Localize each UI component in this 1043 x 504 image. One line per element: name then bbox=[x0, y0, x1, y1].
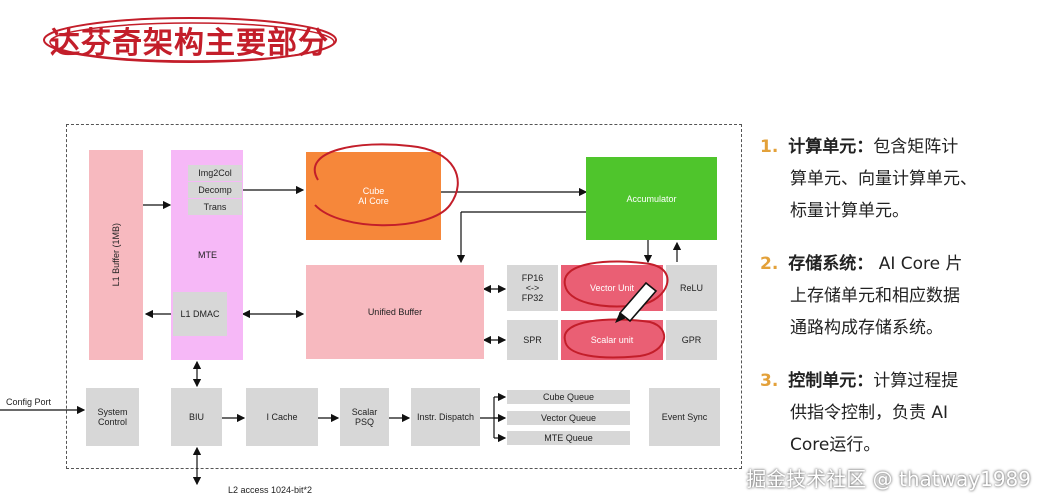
point-3-head: 控制单元： bbox=[788, 371, 874, 391]
point-1: 1. 计算单元：包含矩阵计 算单元、向量计算单元、 标量计算单元。 bbox=[760, 131, 1030, 227]
point-3-line2: 供指令控制，负责 AI bbox=[790, 403, 949, 423]
point-1-number: 1. bbox=[760, 137, 779, 157]
system-control-line1: System bbox=[97, 407, 128, 417]
fp-line3: FP32 bbox=[521, 293, 544, 303]
icache-block: I Cache bbox=[246, 388, 318, 446]
point-1-head: 计算单元： bbox=[788, 137, 874, 157]
gpr-block: GPR bbox=[666, 320, 717, 360]
cube-label-line2: AI Core bbox=[358, 196, 389, 206]
point-3-line1: 计算过程提 bbox=[873, 371, 959, 391]
instr-dispatch-block: Instr. Dispatch bbox=[411, 388, 480, 446]
point-2: 2. 存储系统： AI Core 片 上存储单元和相应数据 通路构成存储系统。 bbox=[760, 248, 1030, 344]
trans-block: Trans bbox=[188, 199, 242, 215]
unified-buffer-block: Unified Buffer bbox=[306, 265, 484, 359]
point-1-line3: 标量计算单元。 bbox=[790, 201, 909, 221]
vector-queue-block: Vector Queue bbox=[507, 411, 630, 425]
title-ink-circle bbox=[43, 17, 337, 63]
l1-buffer-block: L1 Buffer (1MB) bbox=[89, 150, 143, 360]
slide-title: 达芬奇架构主要部分 bbox=[50, 26, 329, 61]
event-sync-block: Event Sync bbox=[649, 388, 720, 446]
scalar-psq-line1: Scalar bbox=[351, 407, 378, 417]
point-3-number: 3. bbox=[760, 371, 779, 391]
cube-label-line1: Cube bbox=[362, 186, 385, 196]
scalar-psq-line2: PSQ bbox=[354, 417, 374, 427]
cube-queue-block: Cube Queue bbox=[507, 390, 630, 404]
decomp-block: Decomp bbox=[188, 182, 242, 198]
l2-access-label: L2 access 1024-bit*2 bbox=[228, 485, 313, 495]
accumulator-block: Accumulator bbox=[586, 157, 717, 240]
mte-label: MTE bbox=[198, 250, 217, 260]
pen-cursor-icon bbox=[615, 281, 658, 323]
scalar-psq-block: Scalar PSQ bbox=[340, 388, 389, 446]
point-2-number: 2. bbox=[760, 254, 779, 274]
point-2-head: 存储系统： bbox=[788, 254, 874, 274]
config-port-label: Config Port bbox=[6, 397, 52, 407]
point-1-line1: 包含矩阵计 bbox=[873, 137, 959, 157]
mte-queue-block: MTE Queue bbox=[507, 431, 630, 445]
system-control-block: System Control bbox=[86, 388, 139, 446]
l1-dmac-block: L1 DMAC bbox=[173, 292, 227, 336]
point-2-line1: AI Core 片 bbox=[873, 254, 963, 274]
fp-convert-block: FP16 <-> FP32 bbox=[507, 265, 558, 311]
point-2-line2: 上存储单元和相应数据 bbox=[790, 286, 960, 306]
biu-block: BIU bbox=[171, 388, 222, 446]
watermark: 掘金技术社区 @ thatway1989 bbox=[746, 467, 1031, 491]
point-2-line3: 通路构成存储系统。 bbox=[790, 318, 943, 338]
fp-line1: FP16 bbox=[521, 273, 544, 283]
spr-block: SPR bbox=[507, 320, 558, 360]
img2col-block: Img2Col bbox=[188, 165, 242, 181]
point-1-line2: 算单元、向量计算单元、 bbox=[790, 169, 977, 189]
point-3: 3. 控制单元：计算过程提 供指令控制，负责 AI Core运行。 bbox=[760, 365, 1030, 461]
diagram-frame bbox=[66, 124, 742, 469]
fp-line2: <-> bbox=[525, 283, 540, 293]
system-control-line2: Control bbox=[97, 417, 127, 427]
point-3-line3: Core运行。 bbox=[790, 435, 881, 455]
relu-block: ReLU bbox=[666, 265, 717, 311]
